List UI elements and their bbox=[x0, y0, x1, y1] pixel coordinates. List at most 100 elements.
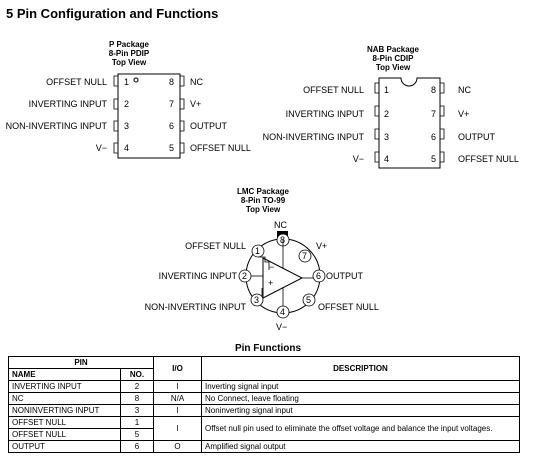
p-pin-8-num: 8 bbox=[169, 77, 175, 87]
nab-package-title-line: 8-Pin CDIP bbox=[372, 54, 414, 63]
lmc-package-title-line: 8-Pin TO-99 bbox=[240, 196, 286, 205]
nab-pin-5-label: OFFSET NULL bbox=[458, 154, 519, 164]
cell-io: O bbox=[153, 440, 202, 453]
cell-description: Inverting signal input bbox=[201, 380, 520, 393]
lmc-pin-6-num: 6 bbox=[316, 271, 322, 281]
cell-description: No Connect, leave floating bbox=[201, 392, 520, 405]
lmc-offset-null-5-label: OFFSET NULL bbox=[318, 302, 379, 312]
p-pin-6-label: OUTPUT bbox=[190, 121, 227, 131]
cell-io: I bbox=[153, 416, 202, 441]
lmc-pin-8-num: 8 bbox=[280, 235, 286, 245]
lmc-pin-4-num: 4 bbox=[280, 307, 286, 317]
lmc-package-title-line: Top View bbox=[245, 205, 281, 214]
p-pin-7-num: 7 bbox=[169, 99, 175, 109]
p-pin-3-label: NON-INVERTING INPUT bbox=[5, 121, 107, 131]
cell-description: Amplified signal output bbox=[201, 440, 520, 453]
cell-no: 8 bbox=[120, 392, 154, 405]
nab-pin-4-num: 4 bbox=[384, 154, 390, 164]
p-pin-5-label: OFFSET NULL bbox=[190, 143, 251, 153]
p-pin-1-label: OFFSET NULL bbox=[46, 77, 107, 87]
p-pin-7-label: V+ bbox=[190, 99, 202, 109]
cell-io: N/A bbox=[153, 392, 202, 405]
pin-functions-title: Pin Functions bbox=[234, 343, 302, 354]
table-row: OUTPUT 6 O Amplified signal output bbox=[8, 440, 520, 453]
lmc-output-label: OUTPUT bbox=[326, 271, 363, 281]
lmc-inverting-label: INVERTING INPUT bbox=[158, 271, 237, 281]
p-pin-2-label: INVERTING INPUT bbox=[28, 99, 107, 109]
nab-pin-7-label: V+ bbox=[458, 109, 470, 119]
nab-pin-1-label: OFFSET NULL bbox=[303, 85, 364, 95]
nab-pin-3-num: 3 bbox=[384, 132, 390, 142]
cell-name: NONINVERTING INPUT bbox=[8, 404, 121, 417]
table-row: NONINVERTING INPUT 3 I Noninverting sign… bbox=[8, 404, 520, 417]
cell-name: OFFSET NULL bbox=[8, 428, 121, 441]
header-name: NAME bbox=[8, 368, 121, 381]
lmc-pin-5-num: 5 bbox=[306, 295, 312, 305]
nab-package-title-line: NAB Package bbox=[366, 45, 420, 54]
table-row: OFFSET NULL 1 I Offset null pin used to … bbox=[8, 416, 520, 441]
section-title: 5 Pin Configuration and Functions bbox=[6, 6, 219, 21]
header-description: DESCRIPTION bbox=[201, 356, 520, 381]
lmc-pin-3-num: 3 bbox=[254, 295, 260, 305]
cell-no: 3 bbox=[120, 404, 154, 417]
nab-pin-7-num: 7 bbox=[431, 109, 437, 119]
nab-package-title-line: Top View bbox=[375, 63, 411, 72]
p-pin-4-num: 4 bbox=[124, 143, 130, 153]
cell-no: 2 bbox=[120, 380, 154, 393]
p-package-title: P Package 8-Pin PDIP Top View bbox=[94, 40, 164, 67]
p-pin-4-label: V− bbox=[95, 143, 107, 153]
nab-pin-8-label: NC bbox=[458, 85, 471, 95]
p-pin-1-num: 1 bbox=[124, 77, 130, 87]
p-pin-3-num: 3 bbox=[124, 121, 130, 131]
opamp-plus-sign: + bbox=[268, 278, 274, 288]
p-package-title-line: P Package bbox=[109, 40, 149, 49]
cell-name: NC bbox=[8, 392, 121, 405]
cell-name: OUTPUT bbox=[8, 440, 121, 453]
nab-pin-8-num: 8 bbox=[431, 85, 437, 95]
cell-name: INVERTING INPUT bbox=[8, 380, 121, 393]
cell-description: Noninverting signal input bbox=[201, 404, 520, 417]
lmc-nc-label: NC bbox=[274, 220, 287, 230]
cell-no: 5 bbox=[120, 428, 154, 441]
cell-io: I bbox=[153, 404, 202, 417]
p-pin-5-num: 5 bbox=[169, 143, 175, 153]
lmc-v-plus-label: V+ bbox=[316, 241, 328, 251]
header-no: NO. bbox=[120, 368, 154, 381]
nab-pin-6-num: 6 bbox=[431, 132, 437, 142]
cell-io: I bbox=[153, 380, 202, 393]
nab-pin-2-num: 2 bbox=[384, 109, 390, 119]
table-row: INVERTING INPUT 2 I Inverting signal inp… bbox=[8, 380, 520, 393]
lmc-v-minus-label: V− bbox=[276, 322, 288, 332]
lmc-pin-7-num: 7 bbox=[302, 251, 308, 261]
nab-pin-3-label: NON-INVERTING INPUT bbox=[262, 132, 364, 142]
lmc-package-title-line: LMC Package bbox=[236, 187, 290, 196]
p-package-title-line: 8-Pin PDIP bbox=[108, 49, 150, 58]
pin-functions-table: PIN I/O DESCRIPTION NAME NO. INVERTING I… bbox=[8, 356, 520, 453]
p-pin-8-label: NC bbox=[190, 77, 203, 87]
lmc-package-title: LMC Package 8-Pin TO-99 Top View bbox=[228, 187, 298, 214]
opamp-minus-sign: − bbox=[269, 262, 275, 272]
cell-name: OFFSET NULL bbox=[8, 416, 121, 429]
p-pin-6-num: 6 bbox=[169, 121, 175, 131]
nab-pin-1-num: 1 bbox=[384, 85, 390, 95]
p-pin-2-num: 2 bbox=[124, 99, 130, 109]
lmc-pin-2-num: 2 bbox=[242, 271, 248, 281]
nab-pin-4-label: V− bbox=[352, 154, 364, 164]
nab-pin-2-label: INVERTING INPUT bbox=[285, 109, 364, 119]
table-row: OFFSET NULL 5 bbox=[8, 428, 520, 441]
nab-pin-6-label: OUTPUT bbox=[458, 132, 495, 142]
header-io: I/O bbox=[153, 356, 202, 381]
lmc-offset-null-1-label: OFFSET NULL bbox=[185, 241, 246, 251]
table-row: NC 8 N/A No Connect, leave floating bbox=[8, 392, 520, 405]
cell-no: 1 bbox=[120, 416, 154, 429]
nab-package-title: NAB Package 8-Pin CDIP Top View bbox=[358, 45, 428, 72]
lmc-pin-1-num: 1 bbox=[255, 246, 261, 256]
lmc-non-inverting-label: NON-INVERTING INPUT bbox=[144, 302, 246, 312]
header-pin: PIN bbox=[8, 356, 154, 369]
p-package-title-line: Top View bbox=[111, 58, 147, 67]
cell-description: Offset null pin used to eliminate the of… bbox=[201, 416, 520, 441]
cell-no: 6 bbox=[120, 440, 154, 453]
